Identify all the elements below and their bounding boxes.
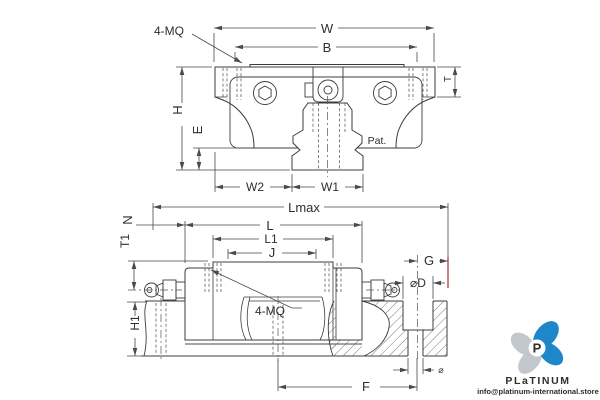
dim-label-b: B <box>323 40 332 55</box>
front-view-dimensions <box>176 27 461 192</box>
dim-label-h: H <box>170 105 185 114</box>
dim-label-d: ⌀D <box>410 276 426 290</box>
mount-hole-counterbore <box>402 301 434 356</box>
hex-screw-right <box>373 81 397 105</box>
brand-tagline: info@platinum-international.store <box>477 387 599 396</box>
side-centerlines <box>128 255 418 362</box>
side-view <box>128 255 448 362</box>
dim-label-mq-side: 4-MQ <box>255 304 285 318</box>
wing-thread-holes <box>222 68 428 100</box>
brand-name: PLaTINUM <box>505 375 570 387</box>
dim-label-h1: H1 <box>128 315 142 331</box>
carriage-underside-window <box>240 296 336 357</box>
logo-p-letter: P <box>533 341 542 356</box>
dim-label-mq-top: 4-MQ <box>154 24 184 38</box>
dim-label-t: T <box>443 76 454 82</box>
dim-label-dia-small: ⌀ <box>438 365 444 375</box>
front-view <box>214 64 436 177</box>
dim-label-l1: L1 <box>264 232 278 246</box>
side-view-dimensions <box>127 203 449 391</box>
dim-label-w: W <box>321 21 334 36</box>
dim-label-e: E <box>190 125 205 134</box>
platinum-logo-icon: P <box>510 321 564 374</box>
dimension-arrowheads <box>131 25 458 390</box>
dim-label-n: N <box>120 215 135 224</box>
pat-label: Pat. <box>368 135 387 147</box>
dim-label-w1: W1 <box>321 180 339 194</box>
dim-label-w2: W2 <box>246 180 264 194</box>
grease-nipple-front <box>304 67 344 103</box>
watermark-logo: P PLaTINUM info@platinum-international.s… <box>477 321 599 396</box>
dim-label-lmax: Lmax <box>288 200 320 215</box>
dim-label-f: F <box>362 379 370 394</box>
section-break-curve <box>361 300 390 357</box>
rail-break-left <box>143 300 148 357</box>
dim-label-g: G <box>424 253 434 268</box>
drawing-labels: 4-MQ W B H E T W2 W1 Pat. Lmax L L1 J N … <box>118 21 454 394</box>
dim-label-j: J <box>269 245 276 260</box>
dim-label-l: L <box>266 218 273 233</box>
hex-screw-left <box>253 81 277 105</box>
dim-label-t1: T1 <box>118 234 132 248</box>
